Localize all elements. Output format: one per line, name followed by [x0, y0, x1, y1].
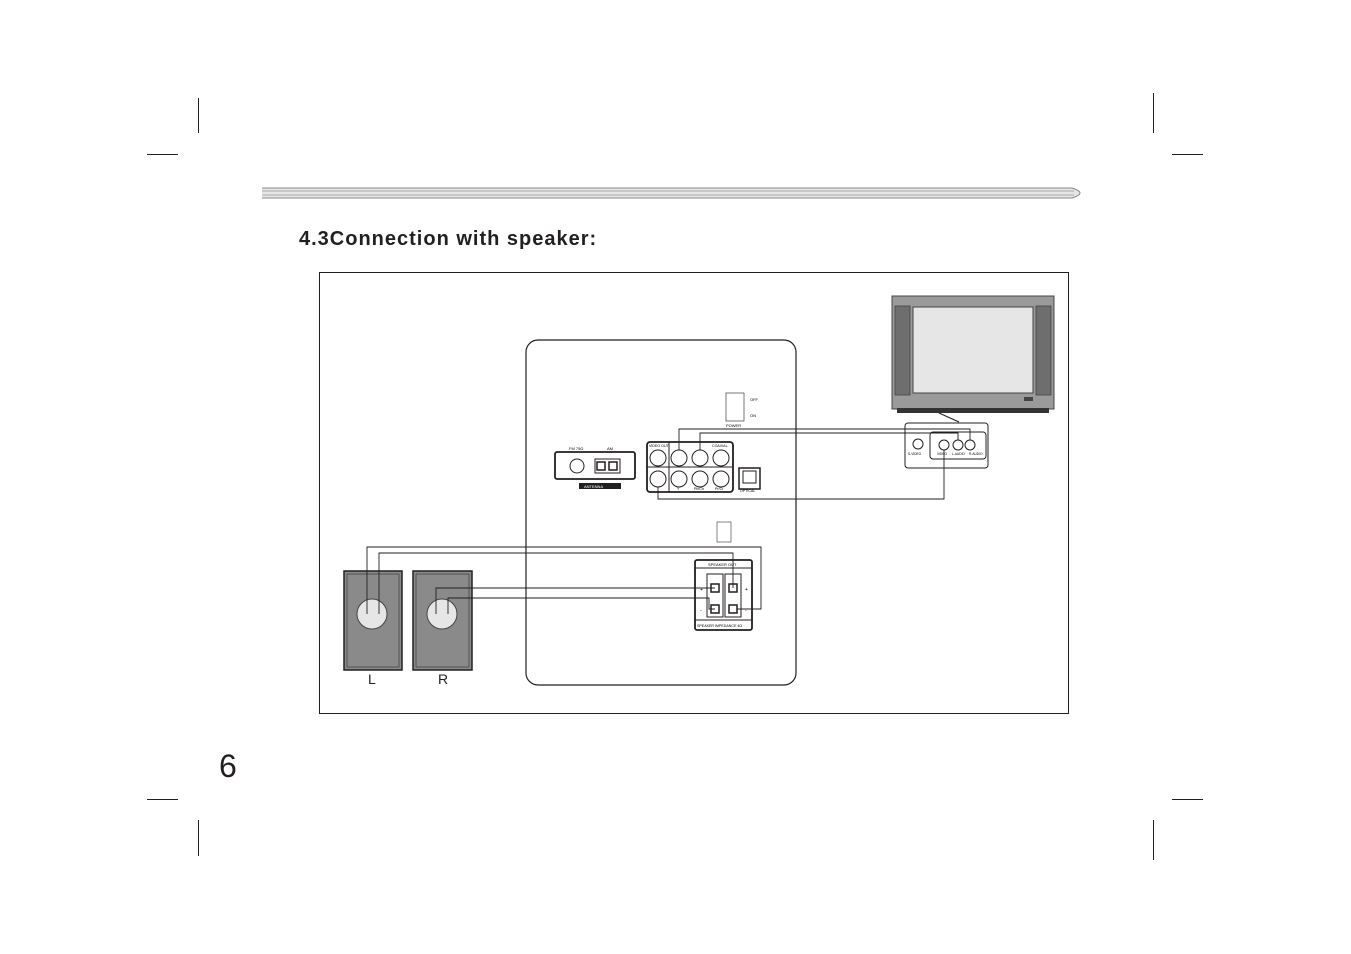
power-switch [725, 392, 745, 422]
s-video-jack [649, 470, 667, 488]
pr-jack [712, 470, 730, 488]
am-label: AM [607, 446, 613, 451]
speaker-right-label: R [438, 671, 448, 687]
crop-mark-br-h [1172, 799, 1203, 800]
tv-base [897, 408, 1049, 413]
av-cables [657, 428, 971, 500]
optical-label: OPTICAL [740, 489, 755, 493]
speaker-impedance-label: SPEAKER IMPEDANCE 4Ω [697, 624, 742, 628]
crop-mark-bl-h [147, 799, 178, 800]
crop-mark-tl-v [198, 98, 199, 133]
connection-diagram: OFF ON POWER FM 75Ω AM ANTENNA VIDEO OUT… [319, 272, 1069, 714]
tv-speaker-right [1035, 305, 1052, 396]
speaker-right-driver [426, 598, 458, 630]
crop-mark-tr-h [1172, 154, 1203, 155]
tv-video-jack [938, 439, 950, 451]
video-out-label: VIDEO OUT [649, 444, 670, 448]
tv-r-audio-jack [964, 439, 976, 451]
crop-mark-bl-v [198, 820, 199, 856]
unit-rear-panel [525, 339, 797, 686]
tv-s-video-jack [912, 438, 924, 450]
page-number: 6 [219, 748, 237, 784]
tv-speaker-left [894, 305, 911, 396]
speaker-plus-left: + [700, 587, 703, 593]
antenna-label: ANTENNA [584, 484, 603, 489]
tv-l-audio-jack [952, 439, 964, 451]
crop-mark-tl-h [147, 154, 178, 155]
audio-l-jack [670, 449, 688, 467]
speaker-cables [366, 546, 762, 614]
pr-label: Pr/Cr [715, 487, 724, 491]
tv-l-audio-label: L-AUDIO [952, 452, 965, 456]
video-out-jack [649, 449, 667, 467]
speaker-minus-left: - [700, 608, 702, 614]
speaker-left-driver [356, 598, 388, 630]
audio-r-jack [691, 449, 709, 467]
pb-jack [691, 470, 709, 488]
tv-r-audio-label: R-AUDIO [969, 452, 983, 456]
fm-label: FM 75Ω [569, 446, 583, 451]
antenna-label-bg [579, 483, 621, 489]
y-label: Y [677, 487, 680, 491]
speaker-out-label: SPEAKER OUT [708, 562, 737, 567]
speaker-plus-right: + [745, 587, 748, 593]
header-rule [262, 187, 1081, 199]
power-off-label: OFF [750, 397, 759, 402]
crop-mark-br-v [1153, 820, 1154, 860]
section-heading: 4.3Connection with speaker: [299, 228, 598, 250]
pb-label: Pb/Cb [694, 487, 704, 491]
coaxial-jack [712, 449, 730, 467]
tv-screen [912, 306, 1034, 394]
y-jack [670, 470, 688, 488]
small-label-plate [716, 521, 732, 543]
speaker-left-label: L [368, 671, 376, 687]
power-label: POWER [726, 423, 741, 428]
tv-s-video-label: S-VIDEO [908, 452, 922, 456]
fm-antenna-jack [569, 458, 585, 474]
crop-mark-tr-v [1153, 93, 1154, 133]
speaker-minus-right: - [745, 608, 747, 614]
tv-video-label: VIDEO [937, 452, 947, 456]
power-on-label: ON [750, 413, 756, 418]
coaxial-label: COAXIAL [712, 444, 728, 448]
